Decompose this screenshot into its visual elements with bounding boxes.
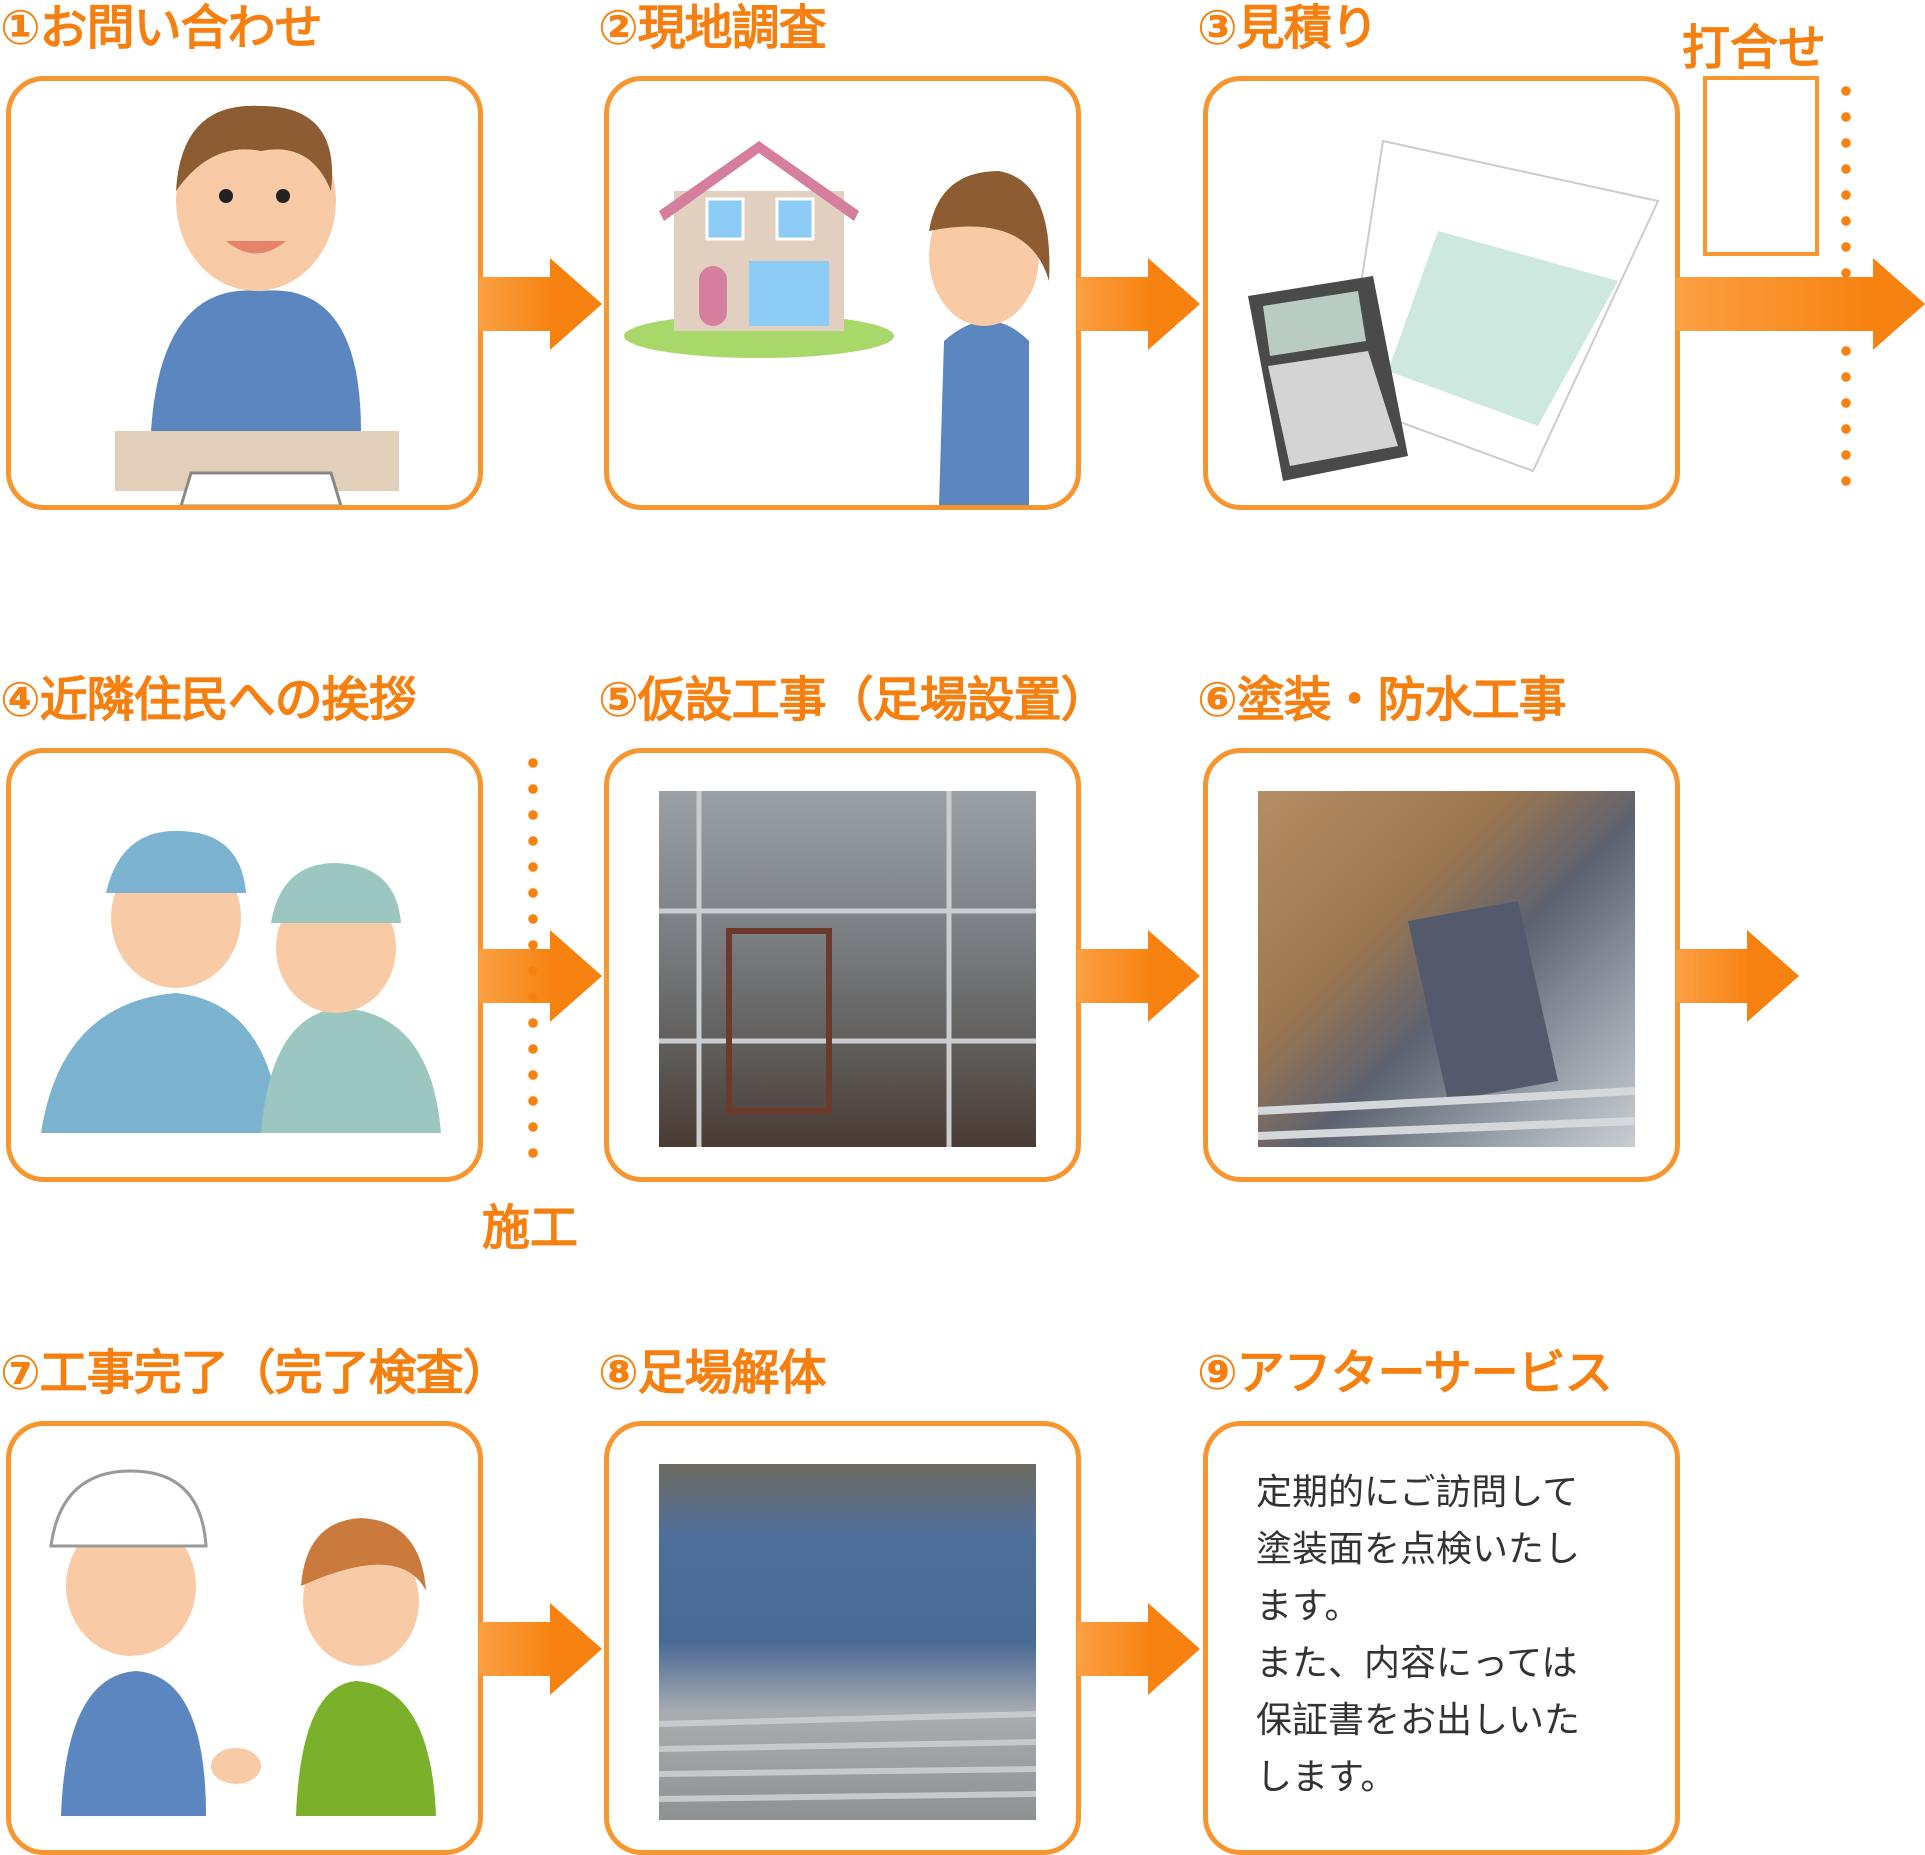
step-9-title: ⑨アフターサービス (1197, 1345, 1613, 1401)
step-8-title: ⑧足場解体 (598, 1345, 827, 1401)
step-7-title: ⑦工事完了（完了検査） (0, 1345, 511, 1401)
step-1-card (6, 76, 483, 510)
painting-work-photo (1257, 791, 1636, 1147)
dismantled-scaffold-photo (658, 1464, 1037, 1820)
arrow-4-to-5 (479, 930, 602, 1022)
arrow-to-completion (1676, 930, 1799, 1022)
step-5-title: ⑤仮設工事（足場設置） (598, 672, 1109, 728)
person-on-phone-illustration (115, 105, 399, 505)
arrow-8-to-9 (1077, 1603, 1200, 1695)
step-6-card (1203, 748, 1680, 1182)
arrow-1-to-2 (479, 258, 602, 350)
step-7-card (6, 1421, 483, 1855)
construction-phase-divider (528, 750, 538, 1170)
step-1-title: ①お問い合わせ (0, 0, 323, 56)
meeting-phase-label: 打合せ (1682, 20, 1827, 76)
meeting-phase-bracket (1703, 76, 1819, 256)
house-survey-illustration (624, 141, 1050, 505)
step-3-card (1203, 76, 1680, 510)
step-6-title: ⑥塗装・防水工事 (1197, 672, 1567, 728)
arrow-5-to-6 (1077, 930, 1200, 1022)
after-service-description: 定期的にご訪問して 塗装面を点検いたし ます。 また、内容にっては 保証書をお出… (1256, 1472, 1581, 1798)
step-2-card (604, 76, 1081, 510)
arrow-to-construction (1676, 258, 1925, 350)
step-5-card (604, 748, 1081, 1182)
arrow-7-to-8 (479, 1603, 602, 1695)
calculator-estimate-illustration (1248, 139, 1660, 481)
step-3-title: ③見積り (1197, 0, 1379, 56)
step-9-card: 定期的にご訪問して 塗装面を点検いたし ます。 また、内容にっては 保証書をお出… (1203, 1421, 1680, 1855)
scaffold-installation-photo (659, 791, 1036, 1147)
handshake-illustration (49, 1469, 436, 1816)
construction-phase-label: 施工 (482, 1200, 579, 1256)
step-2-title: ②現地調査 (598, 0, 827, 56)
step-4-title: ④近隣住民への挨拶 (0, 672, 417, 728)
workers-greeting-illustration (41, 830, 441, 1133)
step-4-card (6, 748, 483, 1182)
step-8-card (604, 1421, 1081, 1855)
arrow-2-to-3 (1077, 258, 1200, 350)
